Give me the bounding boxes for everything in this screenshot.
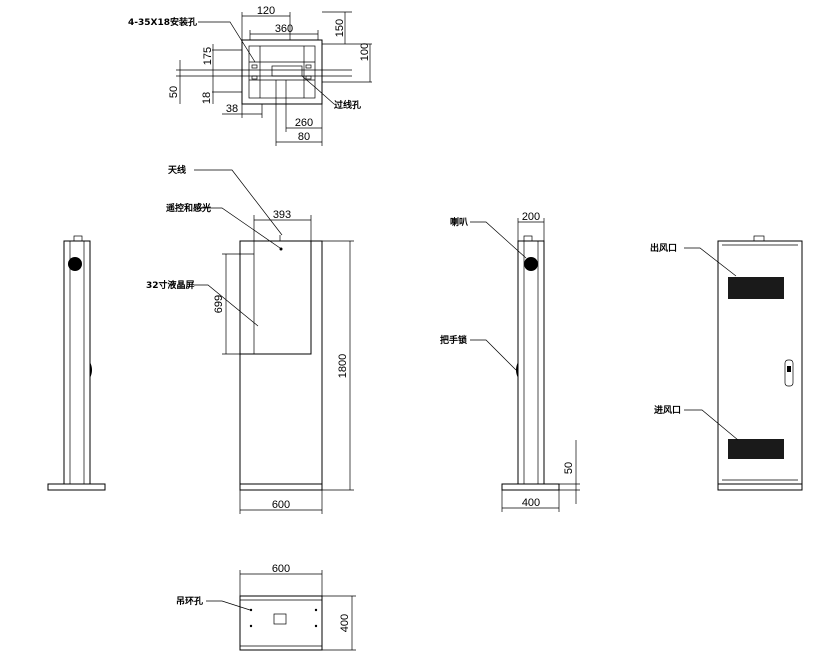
dim-175: 175 bbox=[202, 47, 214, 65]
front-body bbox=[239, 240, 323, 485]
dim-18: 18 bbox=[201, 92, 213, 104]
handle-lock-icon bbox=[516, 362, 518, 378]
dim-400-bottom: 400 bbox=[339, 614, 351, 632]
label-lcd: 32寸液晶屏 bbox=[146, 279, 195, 291]
top-view: 120 360 150 100 175 50 18 38 260 80 4-35… bbox=[128, 5, 372, 146]
air-outlet-vent bbox=[728, 277, 784, 299]
speaker-icon bbox=[524, 257, 538, 271]
right-side-view: 200 50 400 喇叭 把手锁 bbox=[440, 211, 580, 512]
dim-120: 120 bbox=[257, 5, 275, 17]
left-side-view bbox=[47, 235, 106, 491]
base-plate-inner bbox=[248, 45, 316, 99]
label-air-inlet: 进风口 bbox=[654, 404, 681, 416]
cable-hole bbox=[271, 65, 303, 77]
label-remote-sensor: 遥控和感光 bbox=[166, 202, 211, 214]
dim-50: 50 bbox=[168, 86, 180, 98]
center-plate bbox=[273, 613, 287, 625]
left-side-body bbox=[63, 240, 91, 485]
rear-view: 出风口 进风口 bbox=[650, 235, 803, 491]
dim-260: 260 bbox=[295, 117, 313, 129]
dim-80: 80 bbox=[298, 131, 310, 143]
lcd-screen bbox=[239, 240, 312, 355]
label-lifting-hole: 吊环孔 bbox=[176, 595, 203, 607]
right-side-body bbox=[517, 240, 545, 485]
dim-50-side: 50 bbox=[563, 462, 575, 474]
label-antenna: 天线 bbox=[168, 164, 186, 176]
dim-600-bottom: 600 bbox=[272, 563, 290, 575]
label-speaker: 喇叭 bbox=[450, 216, 468, 228]
dim-200: 200 bbox=[522, 211, 540, 223]
label-mount-holes: 4-35X18安装孔 bbox=[128, 16, 197, 28]
base-plate-outline bbox=[241, 39, 323, 105]
bottom-view: 600 400 吊环孔 bbox=[176, 563, 356, 651]
right-side-foot bbox=[501, 483, 560, 491]
label-air-outlet: 出风口 bbox=[650, 242, 677, 254]
label-handle: 把手锁 bbox=[440, 334, 467, 346]
dim-38: 38 bbox=[226, 103, 238, 115]
air-inlet-vent bbox=[728, 439, 784, 459]
rear-handle bbox=[784, 359, 794, 387]
rear-base bbox=[717, 483, 803, 491]
dim-150: 150 bbox=[334, 19, 346, 37]
label-cable-hole: 过线孔 bbox=[334, 99, 361, 111]
front-view: 393 699 1800 600 天线 遥控和感光 32寸液晶屏 bbox=[146, 164, 354, 514]
speaker-icon bbox=[68, 257, 82, 271]
dim-400-side: 400 bbox=[522, 497, 540, 509]
dim-393: 393 bbox=[273, 209, 291, 221]
dim-360: 360 bbox=[275, 23, 293, 35]
dim-699: 699 bbox=[213, 295, 225, 313]
dim-600-front: 600 bbox=[272, 499, 290, 511]
front-base bbox=[239, 483, 323, 491]
left-side-foot bbox=[47, 483, 106, 491]
dim-1800: 1800 bbox=[337, 354, 349, 378]
dim-100: 100 bbox=[359, 43, 371, 61]
bottom-outline bbox=[239, 595, 323, 651]
